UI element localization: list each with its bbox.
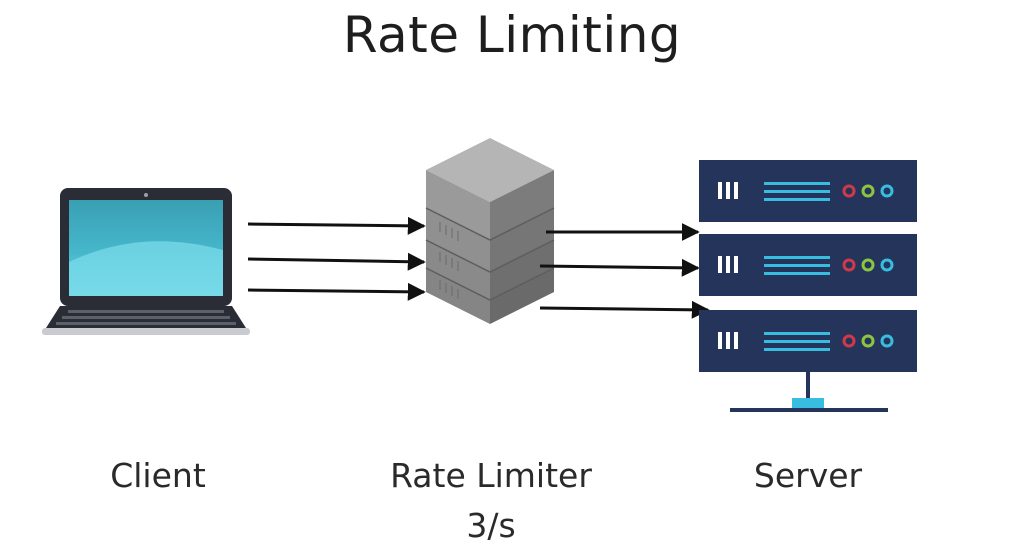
arrow-limiter-server-3 — [539, 300, 710, 319]
laptop-icon — [42, 188, 250, 335]
server-rack-icon — [699, 160, 917, 412]
server-label: Server — [753, 456, 863, 495]
server-unit-1 — [699, 160, 917, 222]
rate-limit-value: 3/s — [466, 506, 516, 545]
client-label: Client — [110, 456, 206, 495]
arrow-client-limiter-3 — [247, 282, 426, 301]
server-unit-3 — [699, 310, 917, 372]
arrows-limiter-to-server — [539, 223, 710, 319]
diagram-title: Rate Limiting — [342, 6, 682, 64]
arrow-limiter-server-2 — [539, 258, 700, 277]
arrows-client-to-limiter — [247, 216, 426, 301]
arrow-client-limiter-1 — [247, 216, 426, 235]
server-unit-2 — [699, 234, 917, 296]
arrow-client-limiter-2 — [247, 252, 426, 271]
rate-limiter-label: Rate Limiter — [390, 456, 592, 495]
rate-limiter-icon — [425, 138, 555, 324]
